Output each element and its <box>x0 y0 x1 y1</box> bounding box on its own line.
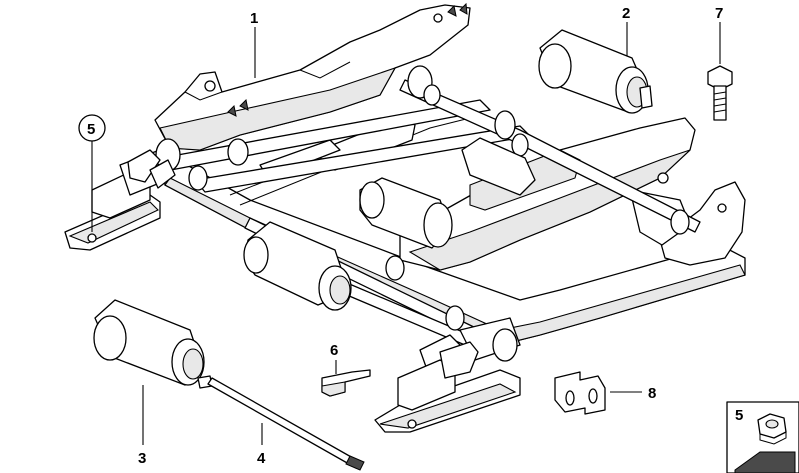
callout-5: 5 <box>87 121 95 138</box>
nut-icon <box>757 413 787 445</box>
callout-5-circle <box>78 114 106 142</box>
callout-1: 1 <box>250 10 258 27</box>
legend-callout-5: 5 <box>735 407 743 424</box>
callout-2: 2 <box>622 5 630 22</box>
legend-box: 5 <box>726 401 799 473</box>
callouts: 1 2 7 5 3 4 6 8 <box>78 5 723 467</box>
part-8-bracket <box>554 371 606 415</box>
part-7-bolt <box>707 65 733 121</box>
right-slide-rail <box>374 341 521 433</box>
frame-motors <box>243 137 536 379</box>
upper-side-rail <box>154 2 471 151</box>
part-3-motor <box>93 299 213 389</box>
callout-8: 8 <box>648 385 656 402</box>
callout-6: 6 <box>330 342 338 359</box>
callout-3: 3 <box>138 450 146 467</box>
part-4-flex-shaft <box>207 377 365 471</box>
part-2-motor <box>538 29 653 114</box>
callout-7: 7 <box>715 5 723 22</box>
callout-4: 4 <box>257 450 266 467</box>
leader-lines <box>91 22 721 445</box>
part-6-clip <box>321 369 371 397</box>
